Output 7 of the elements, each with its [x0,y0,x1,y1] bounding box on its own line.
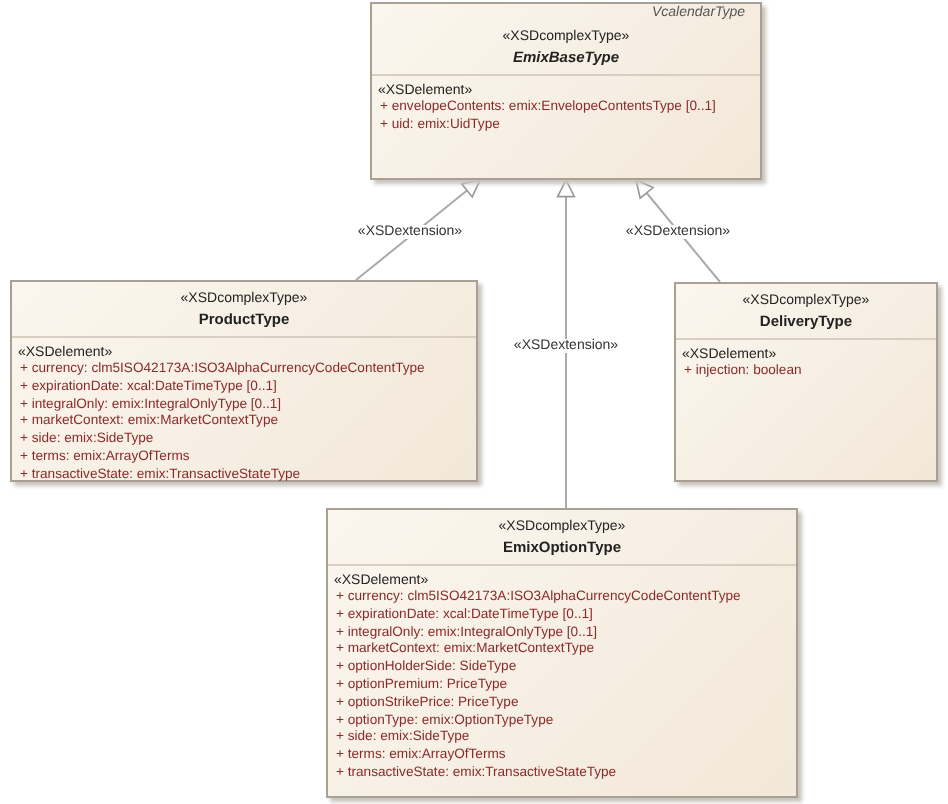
class-box [370,2,762,180]
class-box [326,508,798,798]
class-box [674,282,938,482]
class-box [10,280,478,482]
generalization-arrow [556,179,576,509]
generalization-arrow [635,179,721,283]
generalization-arrow [355,179,481,281]
